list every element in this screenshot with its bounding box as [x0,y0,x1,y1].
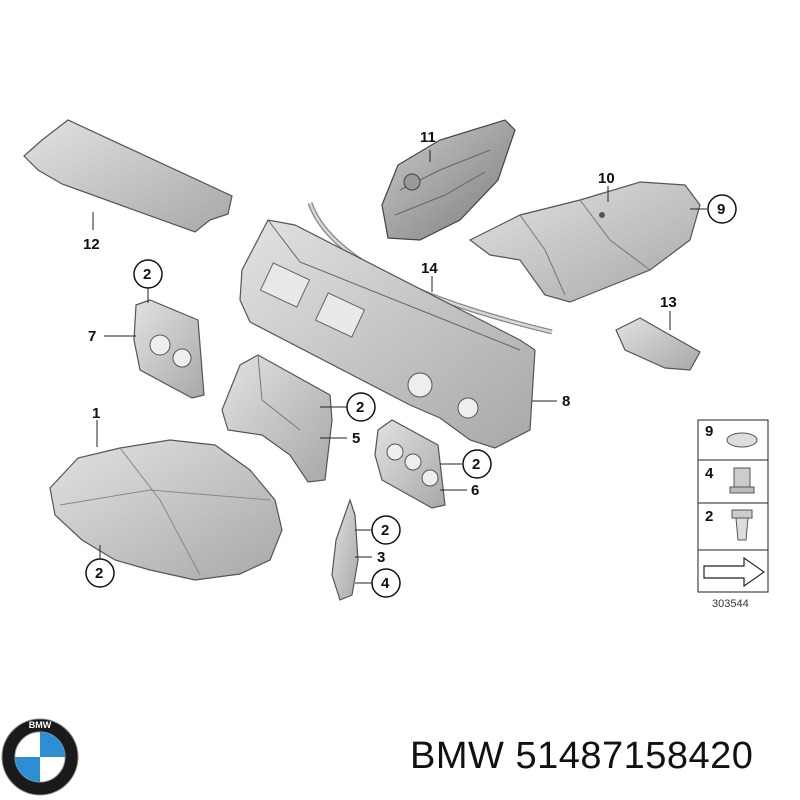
svg-text:2: 2 [143,266,151,283]
part-3-small-panel [331,498,359,601]
callout-10: 10 [598,170,615,187]
part-8-bulkhead [239,219,536,449]
callout-13: 13 [660,294,677,311]
callout-5: 5 [352,430,360,447]
circled-callout-2-top: 2 [133,259,163,289]
part-5-side-panel [221,354,333,483]
circled-callout-2-right: 2 [462,449,492,479]
svg-text:2: 2 [356,399,364,416]
part-10-tunnel-insulation [468,181,701,303]
fastener-legend: 9 4 2 303544 [697,419,769,610]
callout-6: 6 [471,482,479,499]
callout-14: 14 [421,260,438,277]
nut-4-icon [729,467,755,494]
clip-2-icon [731,509,753,541]
circled-callout-9: 9 [707,194,737,224]
callout-12: 12 [83,236,100,253]
brand-part-number: BMW 51487158420 [410,735,753,778]
logo-letters: BMW [29,720,52,730]
circled-callout-2-lower: 2 [371,515,401,545]
callout-7: 7 [88,328,96,345]
bmw-logo: BMW [1,718,79,796]
callout-11: 11 [420,129,436,146]
part-7-insulation-panel [133,299,205,399]
part-1-engine-insulation [49,439,283,581]
circled-callout-2-bottom: 2 [85,558,115,588]
svg-text:2: 2 [95,565,103,582]
part-number: 51487158420 [515,735,754,777]
callout-8: 8 [562,393,570,410]
legend-row-4: 4 [705,465,714,482]
circled-callout-2-mid: 2 [346,392,376,422]
brand-name: BMW [410,735,505,777]
legend-row-9: 9 [705,423,713,440]
part-13-bracket [615,317,701,371]
part-6-insulation-panel [374,419,446,509]
legend-row-2: 2 [705,508,713,525]
svg-text:9: 9 [717,201,725,218]
callout-1: 1 [92,405,100,422]
reference-number: 303544 [712,598,749,610]
clip-9-icon [726,432,758,448]
callout-3: 3 [377,549,385,566]
svg-text:2: 2 [381,522,389,539]
arrow-icon [703,556,766,588]
svg-text:2: 2 [472,456,480,473]
part-12-insulation-mat [23,119,233,233]
circled-callout-4: 4 [371,568,401,598]
part-11-heat-shield [381,119,516,241]
svg-text:4: 4 [381,575,390,592]
leader-lines [92,150,707,584]
